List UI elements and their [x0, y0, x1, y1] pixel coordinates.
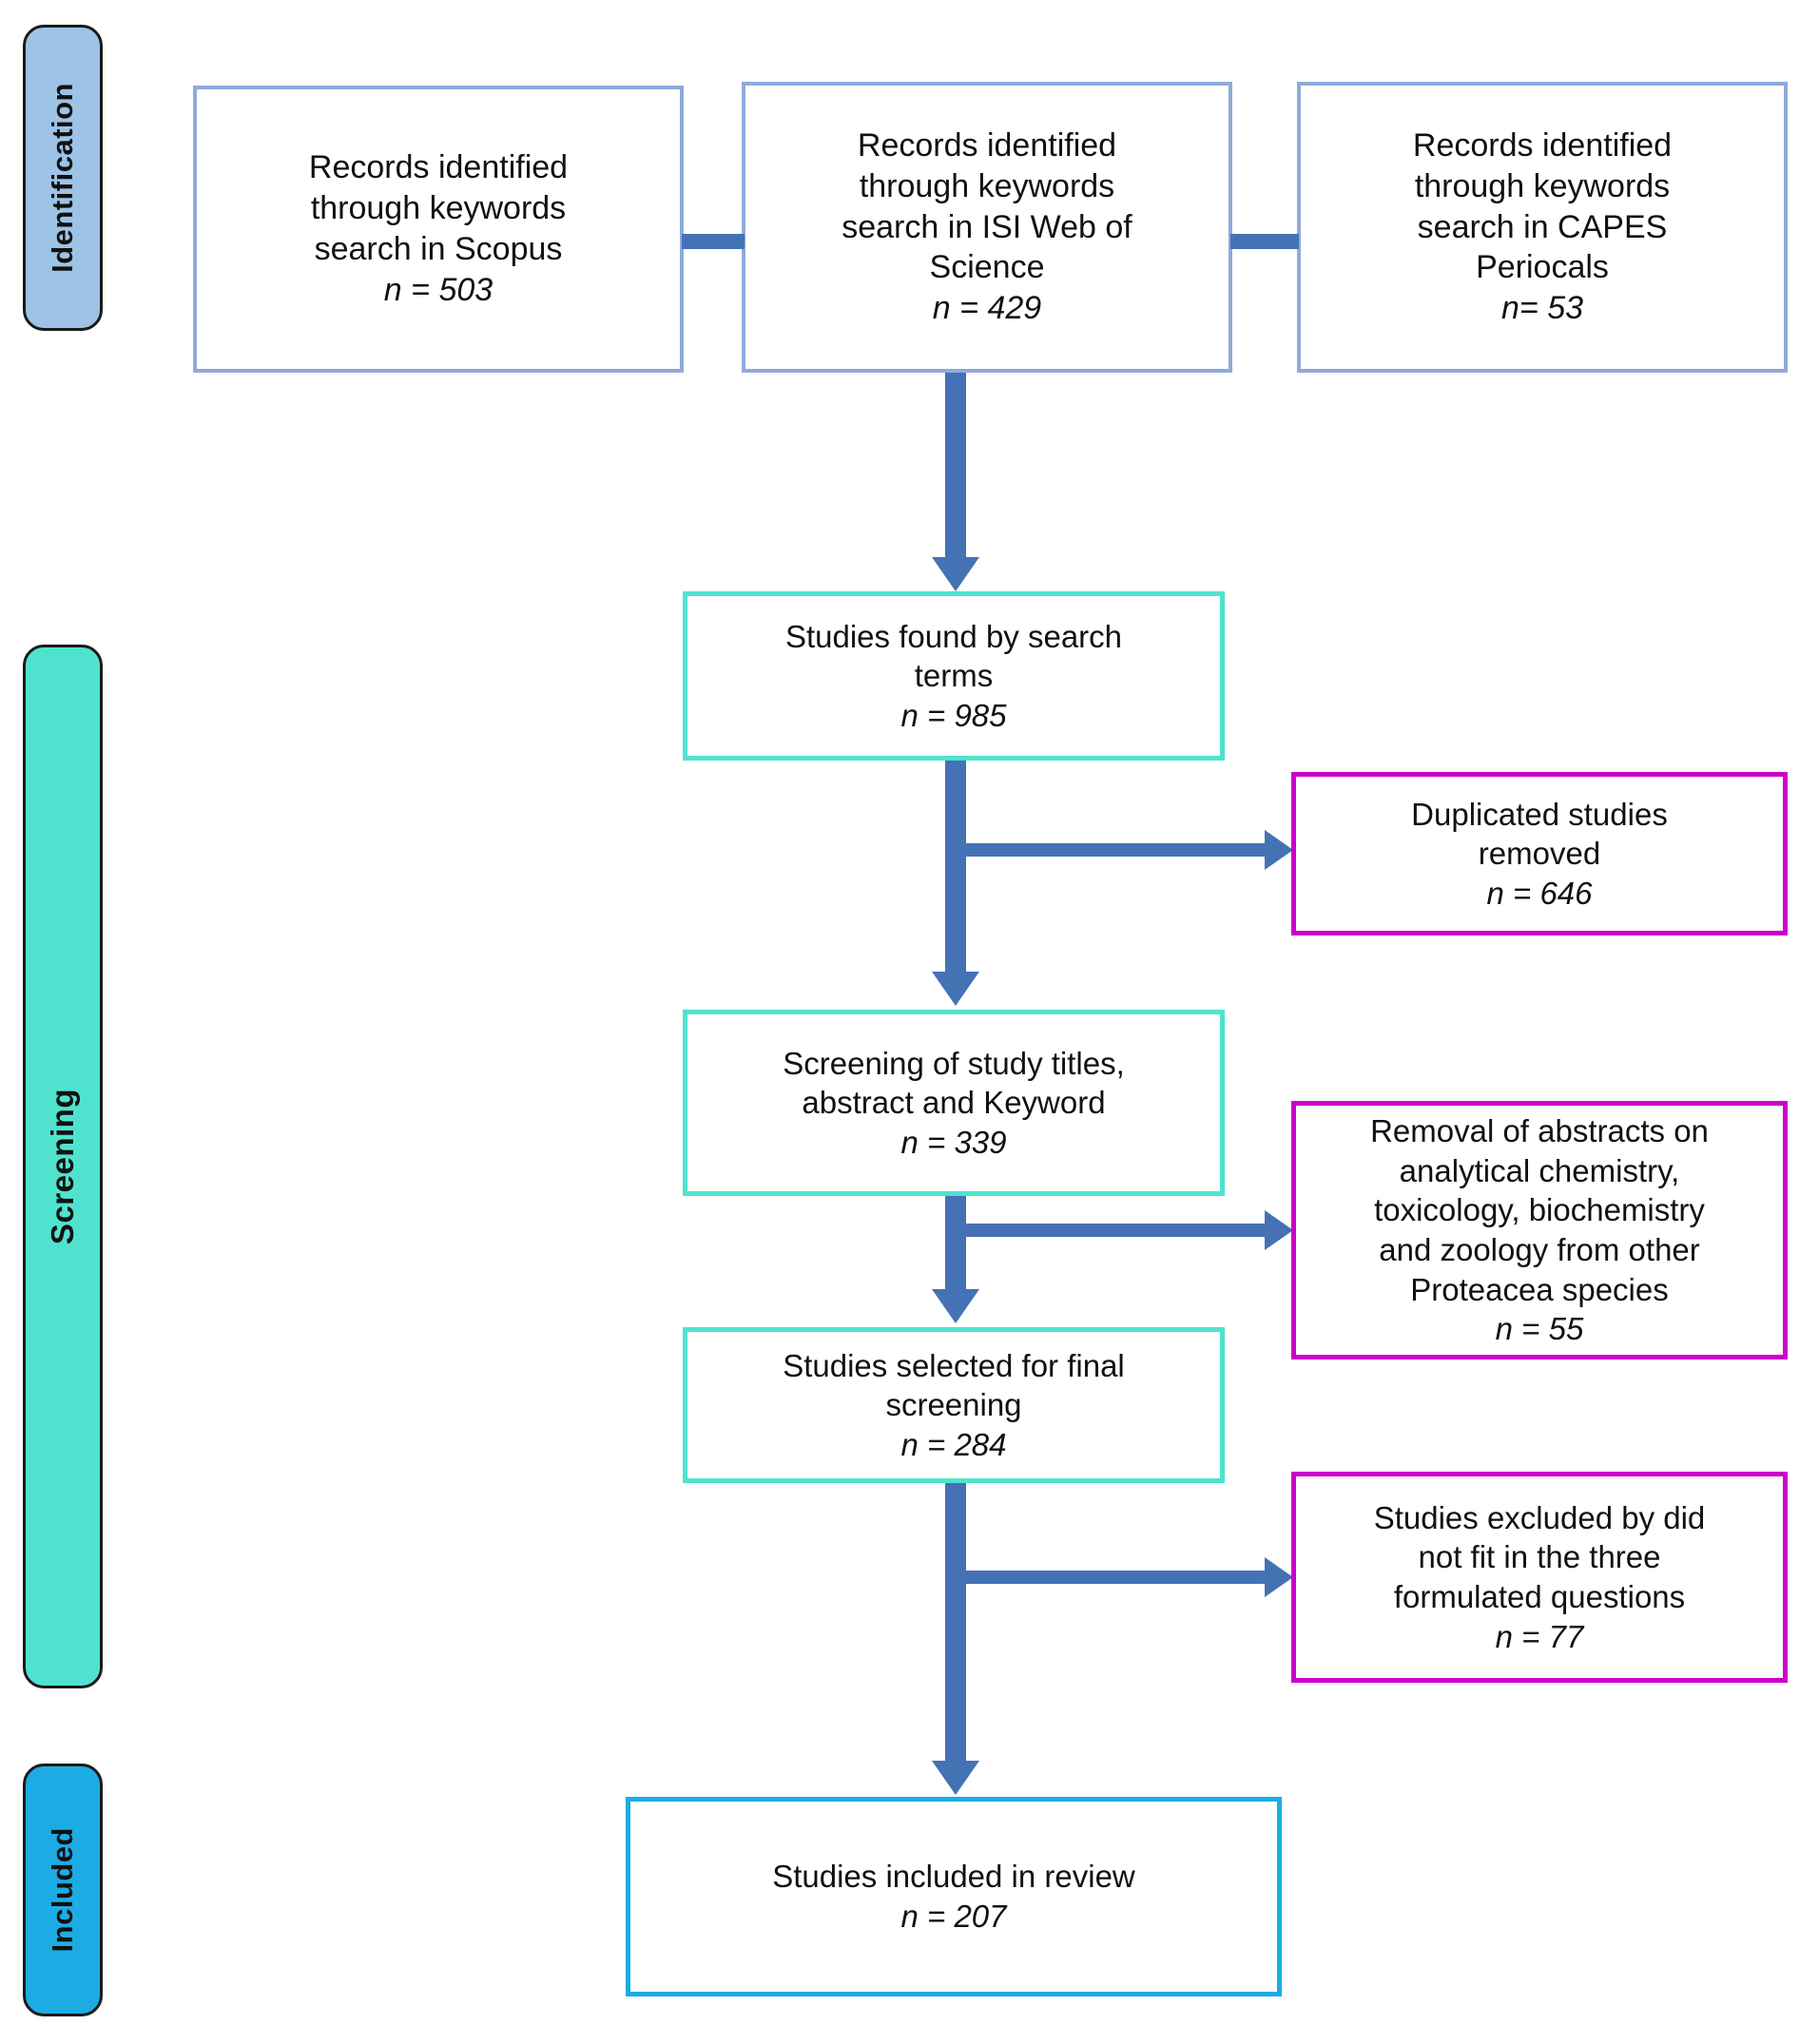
box-removal-line4: and zoology from other: [1379, 1232, 1700, 1267]
box-excl-line3: formulated questions: [1393, 1579, 1686, 1614]
box-titles-line2: abstract and Keyword: [802, 1085, 1106, 1121]
box-removal-line5: Proteacea species: [1410, 1271, 1669, 1307]
box-included-line1: Studies included in review: [772, 1859, 1135, 1895]
stage-label-screening: Screening: [45, 1088, 80, 1245]
box-final-line1: Studies selected for final: [783, 1347, 1125, 1383]
box-found-line2: terms: [914, 658, 994, 694]
arrow-down-to-titles: [932, 972, 979, 1006]
connector-isi-to-found-line: [945, 373, 966, 559]
box-final-line2: screening: [885, 1387, 1022, 1423]
box-isi-line3: search in ISI Web of: [842, 208, 1132, 245]
connector-final-to-included-line: [945, 1483, 966, 1766]
box-titles-count: n = 339: [900, 1124, 1007, 1160]
connector-found-to-titles-line: [945, 761, 966, 974]
box-removal-line2: analytical chemistry,: [1399, 1152, 1680, 1188]
box-isi-line2: through keywords: [859, 167, 1115, 204]
stage-label-included: Included: [46, 1827, 79, 1953]
arrow-right-to-excluded: [1265, 1557, 1293, 1597]
box-capes-line1: Records identified: [1412, 126, 1673, 164]
box-capes-count: n= 53: [1500, 290, 1584, 327]
box-studies-found-by-search-terms: Studies found by search terms n = 985: [683, 591, 1225, 761]
box-studies-excluded: Studies excluded by did not fit in the t…: [1291, 1472, 1788, 1683]
box-capes-line4: Periocals: [1476, 249, 1609, 286]
box-studies-included-in-review: Studies included in review n = 207: [626, 1797, 1282, 1996]
box-scopus-line1: Records identified: [308, 149, 569, 186]
box-found-count: n = 985: [900, 697, 1007, 733]
box-final-count: n = 284: [900, 1426, 1007, 1462]
box-scopus-line3: search in Scopus: [314, 231, 563, 267]
box-dup-line1: Duplicated studies: [1411, 796, 1668, 832]
box-scopus-count: n = 503: [383, 271, 493, 308]
box-removal-count: n = 55: [1495, 1311, 1584, 1347]
connector-isi-to-capes: [1230, 234, 1299, 249]
stage-bar-included: Included: [23, 1764, 103, 2016]
box-excl-line1: Studies excluded by did: [1373, 1499, 1706, 1535]
arrow-down-to-final: [932, 1289, 979, 1323]
box-removal-of-abstracts: Removal of abstracts on analytical chemi…: [1291, 1101, 1788, 1359]
box-excl-count: n = 77: [1495, 1618, 1584, 1654]
box-dup-count: n = 646: [1486, 875, 1593, 911]
box-duplicated-studies-removed: Duplicated studies removed n = 646: [1291, 772, 1788, 935]
box-isi-line4: Science: [929, 249, 1045, 286]
box-capes-line3: search in CAPES: [1417, 208, 1668, 245]
arrow-down-to-found: [932, 557, 979, 591]
box-isi-line1: Records identified: [857, 126, 1117, 164]
box-records-isi-web-of-science: Records identified through keywords sear…: [742, 82, 1232, 373]
connector-titles-to-removal-line: [966, 1224, 1280, 1237]
box-records-scopus: Records identified through keywords sear…: [193, 86, 684, 373]
connector-titles-to-final-line: [945, 1196, 966, 1291]
connector-found-to-duplicated-line: [966, 843, 1280, 857]
box-found-line1: Studies found by search: [784, 618, 1123, 654]
box-studies-selected-for-final-screening: Studies selected for final screening n =…: [683, 1327, 1225, 1483]
stage-bar-screening: Screening: [23, 645, 103, 1688]
box-included-count: n = 207: [900, 1899, 1007, 1934]
box-dup-line2: removed: [1478, 836, 1601, 872]
box-removal-line1: Removal of abstracts on: [1370, 1113, 1709, 1149]
box-scopus-line2: through keywords: [310, 190, 567, 227]
arrow-down-to-included: [932, 1761, 979, 1795]
box-removal-line3: toxicology, biochemistry: [1374, 1192, 1705, 1228]
connector-final-to-excluded-line: [966, 1571, 1280, 1584]
box-titles-line1: Screening of study titles,: [783, 1045, 1125, 1081]
arrow-right-to-duplicated: [1265, 830, 1293, 870]
box-isi-count: n = 429: [932, 290, 1042, 327]
box-records-capes-periocals: Records identified through keywords sear…: [1297, 82, 1788, 373]
stage-label-identification: Identification: [46, 83, 79, 273]
connector-scopus-to-isi: [682, 234, 745, 249]
box-screening-of-study-titles: Screening of study titles, abstract and …: [683, 1010, 1225, 1196]
box-excl-line2: not fit in the three: [1418, 1539, 1661, 1575]
box-capes-line2: through keywords: [1414, 167, 1671, 204]
arrow-right-to-removal: [1265, 1210, 1293, 1250]
stage-bar-identification: Identification: [23, 25, 103, 331]
